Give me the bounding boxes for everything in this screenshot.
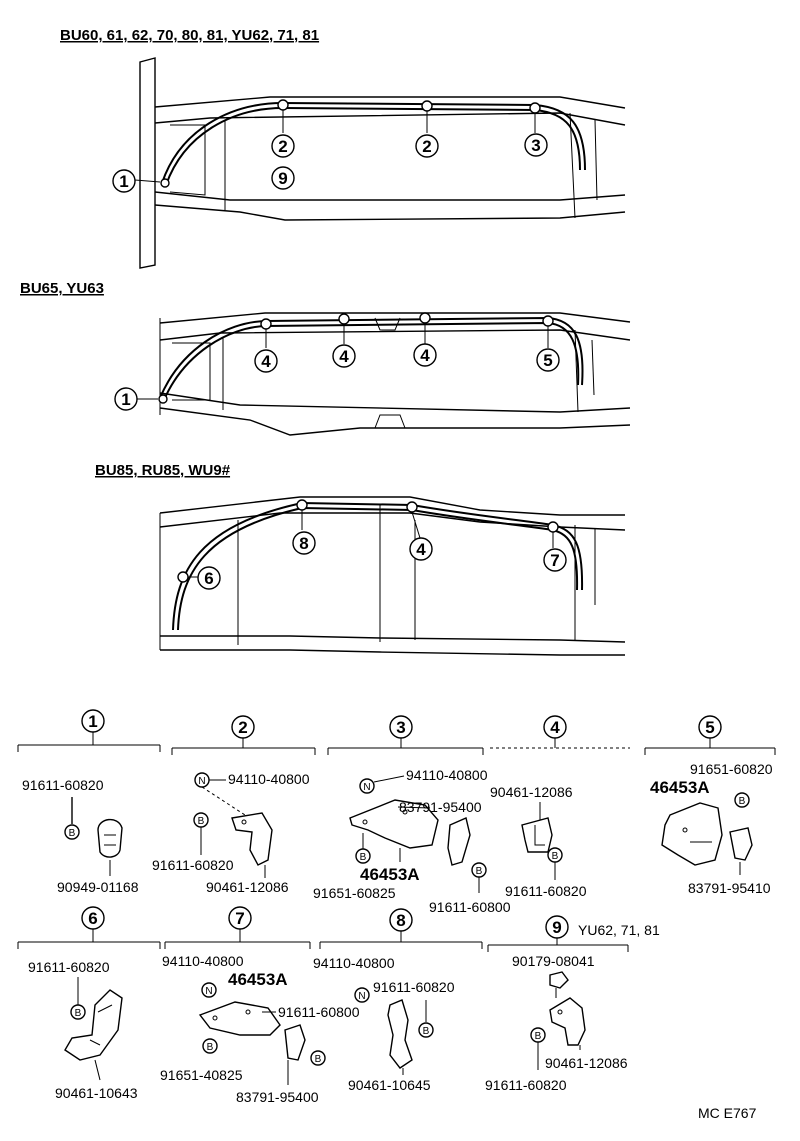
frame-diagram-1: BU60, 61, 62, 70, 80, 81, YU62, 71, 81 1… [60,27,626,269]
svg-text:N: N [198,776,205,787]
svg-text:91611-60820: 91611-60820 [28,959,110,975]
part-9-detail: 9 YU62, 71, 81 90179-08041 B 90461-12086… [485,915,660,1093]
svg-text:91611-60820: 91611-60820 [505,883,587,899]
figure-code: MC E767 [698,1105,757,1121]
callout-2: 2 [271,134,295,158]
svg-text:83791-95410: 83791-95410 [688,880,771,896]
svg-text:2: 2 [422,137,431,156]
svg-text:90461-12086: 90461-12086 [545,1055,628,1071]
svg-text:6: 6 [88,909,97,928]
svg-text:91651-60820: 91651-60820 [690,761,773,777]
frame-diagram-2: BU65, YU63 1 4 4 [20,280,631,436]
svg-text:B: B [198,816,205,827]
part-2-detail: 2 N 94110-40800 B 91611-60820 90461-1208… [152,715,316,895]
svg-text:B: B [360,852,367,863]
svg-text:83791-95400: 83791-95400 [236,1089,319,1105]
svg-text:91611-60800: 91611-60800 [429,899,511,915]
svg-text:8: 8 [299,534,308,553]
svg-text:B: B [315,1054,322,1065]
svg-text:4: 4 [339,347,349,366]
callout-1-d2: 1 [114,387,138,411]
svg-text:91651-40825: 91651-40825 [160,1067,243,1083]
svg-text:90461-10645: 90461-10645 [348,1077,431,1093]
diagram-2-title: BU65, YU63 [20,280,104,297]
part-7-detail: 7 94110-40800 N 46453A 91611-60800 B B 9… [160,906,360,1105]
svg-text:83791-95400: 83791-95400 [399,799,482,815]
svg-text:B: B [75,1008,82,1019]
svg-text:B: B [552,851,559,862]
svg-text:4: 4 [261,352,271,371]
svg-text:91611-60820: 91611-60820 [485,1077,567,1093]
callout-5: 5 [536,348,560,372]
svg-text:3: 3 [531,136,540,155]
callout-7: 7 [543,548,567,572]
svg-text:94110-40800: 94110-40800 [162,953,244,969]
svg-text:94110-40800: 94110-40800 [313,955,395,971]
svg-text:B: B [739,796,746,807]
svg-text:9: 9 [552,918,561,937]
svg-text:46453A: 46453A [650,778,710,797]
callout-2b: 2 [415,134,439,158]
svg-text:90461-12086: 90461-12086 [490,784,573,800]
svg-text:N: N [205,986,212,997]
callout-1: 1 [112,169,136,193]
svg-text:5: 5 [543,351,552,370]
callout-3: 3 [524,133,548,157]
svg-text:7: 7 [235,909,244,928]
diagram-3-title: BU85, RU85, WU9# [95,462,231,479]
svg-text:B: B [476,866,483,877]
svg-text:B: B [535,1031,542,1042]
svg-text:94110-40800: 94110-40800 [406,767,488,783]
svg-text:46453A: 46453A [228,970,288,989]
svg-text:4: 4 [420,346,430,365]
part-4-detail: 4 90461-12086 B 91611-60820 [490,715,630,899]
svg-text:8: 8 [396,911,405,930]
svg-text:1: 1 [119,172,128,191]
svg-text:4: 4 [416,540,426,559]
callout-4a: 4 [254,349,278,373]
svg-text:1: 1 [121,390,130,409]
svg-text:N: N [358,991,365,1002]
svg-text:91611-60820: 91611-60820 [22,777,104,793]
svg-text:90461-10643: 90461-10643 [55,1085,138,1101]
part-5-detail: 5 91651-60820 46453A B 83791-95410 [644,715,776,896]
svg-text:B: B [207,1042,214,1053]
svg-text:5: 5 [705,718,714,737]
part-1-detail: 1 91611-60820 B 90949-01168 [17,709,161,895]
callout-8: 8 [292,531,316,555]
svg-text:7: 7 [550,551,559,570]
svg-text:B: B [423,1026,430,1037]
callout-4c: 4 [413,343,437,367]
svg-text:90949-01168: 90949-01168 [57,879,139,895]
svg-text:9: 9 [278,169,287,188]
part-3-detail: 3 N 94110-40800 83791-95400 46453A B 916… [313,715,511,915]
callout-4d: 4 [409,537,433,561]
svg-text:B: B [69,828,76,839]
part-6-detail: 6 91611-60820 B 90461-10643 [17,906,161,1101]
svg-text:3: 3 [396,718,405,737]
svg-text:2: 2 [238,718,247,737]
svg-text:46453A: 46453A [360,865,420,884]
svg-text:N: N [363,782,370,793]
svg-text:2: 2 [278,137,287,156]
diagram-1-title: BU60, 61, 62, 70, 80, 81, YU62, 71, 81 [60,27,319,44]
svg-text:91611-60820: 91611-60820 [152,857,234,873]
callout-6: 6 [197,566,221,590]
svg-text:YU62, 71, 81: YU62, 71, 81 [578,922,660,938]
svg-text:1: 1 [88,712,97,731]
svg-text:90179-08041: 90179-08041 [512,953,595,969]
callout-9: 9 [271,166,295,190]
svg-text:91611-60800: 91611-60800 [278,1004,360,1020]
svg-text:91651-60825: 91651-60825 [313,885,396,901]
svg-text:91611-60820: 91611-60820 [373,979,455,995]
svg-text:94110-40800: 94110-40800 [228,771,310,787]
svg-text:4: 4 [550,718,560,737]
svg-text:6: 6 [204,569,213,588]
part-8-detail: 8 94110-40800 N 91611-60820 B 90461-1064… [313,908,483,1093]
svg-text:90461-12086: 90461-12086 [206,879,289,895]
callout-4b: 4 [332,344,356,368]
frame-diagram-3: BU85, RU85, WU9# 6 8 4 [95,462,626,656]
